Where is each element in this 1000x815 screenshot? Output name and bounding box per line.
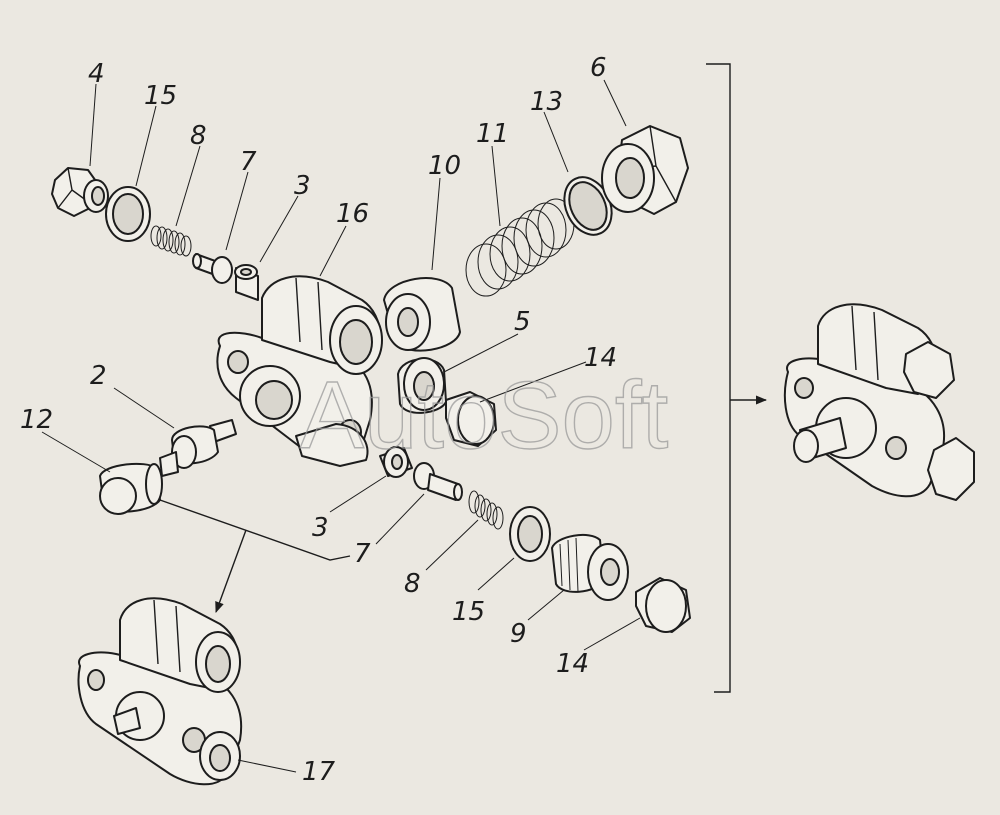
callout-8-top: 8 [190,121,207,151]
part-7-valve-lower [413,462,463,501]
callout-10: 10 [428,151,461,181]
callout-16: 16 [336,199,369,229]
callout-11: 11 [476,119,509,149]
callout-3-lower: 3 [312,513,329,543]
callout-15-top: 15 [144,81,177,111]
part-15-washer-lower [509,506,551,562]
callout-7-lower: 7 [354,539,371,569]
part-8-spring-top [150,225,192,257]
callout-3-top: 3 [294,171,311,201]
part-17-assembled-pump [77,597,243,786]
part-16-pump-housing [216,275,383,467]
assembled-pump-right [783,303,975,501]
part-11-large-spring [465,198,575,297]
callout-4: 4 [88,59,105,89]
part-9-fitting [551,533,629,601]
part-3-bushing-lower [379,446,413,478]
callout-17: 17 [302,757,336,787]
callout-15-lower: 15 [452,597,485,627]
part-13-o-ring [563,176,613,236]
callout-14-center: 14 [584,343,617,373]
part-5-threaded-bushing [397,357,447,414]
callout-labels: 4 15 8 7 3 16 10 11 13 6 5 14 2 12 3 7 8… [20,53,617,787]
part-2-pushrod [159,419,237,477]
callout-14-lower: 14 [556,649,589,679]
part-14-hex-plug-center [445,391,497,447]
part-14-hex-plug-lower [635,577,691,633]
part-15-washer-top [105,186,151,242]
part-7-valve-top [192,253,233,284]
callout-5: 5 [514,307,531,337]
part-3-bushing-top [234,264,259,301]
part-6-hex-cap [601,125,689,215]
callout-12: 12 [20,405,53,435]
callout-8-lower: 8 [404,569,421,599]
callout-2: 2 [90,361,107,391]
watermark-text: AutoSoft [300,362,668,469]
leader-lines [41,79,641,773]
callout-9: 9 [510,619,527,649]
callout-7-top: 7 [240,147,257,177]
part-8-spring-lower [468,490,504,530]
part-4-hex-plug [51,167,109,217]
callout-6: 6 [590,53,607,83]
part-10-sleeve [383,277,461,352]
callout-13: 13 [530,87,563,117]
assembly-bracket [159,63,768,693]
